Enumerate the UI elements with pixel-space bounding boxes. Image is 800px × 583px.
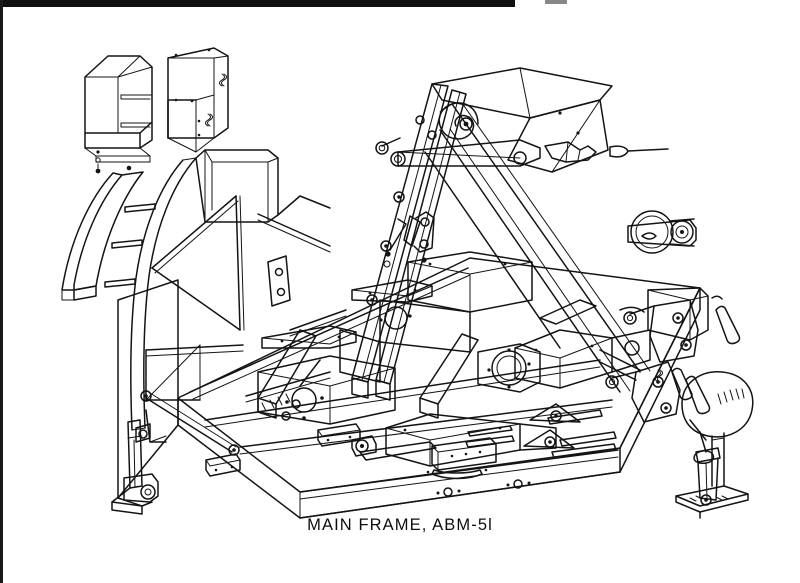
sheet-metal-cover-right: [167, 47, 229, 153]
page-border-left: [0, 0, 3, 583]
pivot-bracket-set: [599, 287, 741, 423]
top-pivot-plate: [375, 67, 669, 173]
diagram-caption: MAIN FRAME, ABM-5l: [307, 516, 493, 534]
hardware-clamp-callout: [383, 211, 435, 268]
deck-housings: [257, 251, 541, 425]
scan-artifact-mark: [545, 0, 567, 4]
left-side-panel: [117, 279, 179, 507]
main-deck-platform: [177, 257, 701, 519]
pulley-sheave-assembly: [627, 210, 697, 254]
hardware-callouts: [205, 403, 617, 480]
pedestal-seat: [675, 371, 754, 519]
pin-callouts-right: [655, 367, 693, 401]
boom-mast: [351, 83, 651, 401]
curved-fender-panel: [61, 165, 156, 301]
scan-artifact-band: [0, 0, 515, 7]
sheet-metal-cover-left: [84, 55, 153, 174]
deck-rib-plates: [257, 299, 651, 467]
frame-rails: [245, 195, 347, 421]
arched-frame-member: [130, 149, 279, 431]
